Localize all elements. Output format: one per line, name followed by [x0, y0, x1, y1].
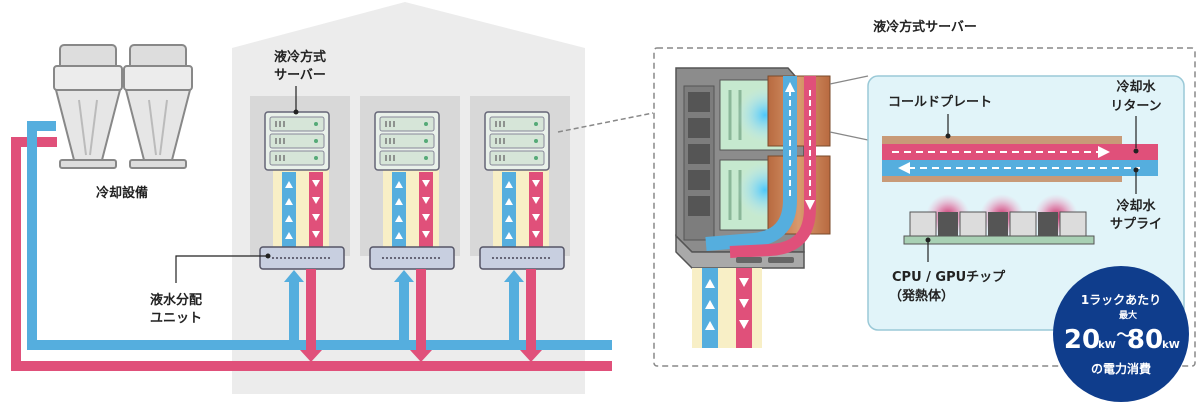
supply-label-line2: サプライ [1110, 217, 1162, 232]
cooling-tower-icon [53, 44, 193, 169]
server-group-label-line1: 液冷方式 [274, 49, 326, 65]
server-group-label-line2: サーバー [274, 68, 326, 83]
power-consumption-badge: 1ラックあたり 最大 20 kW 〜 80 kW の電力消費 [1053, 266, 1189, 402]
cdu-label-line2: ユニット [150, 311, 202, 326]
badge-line3: の電力消費 [1091, 361, 1151, 376]
badge-unit-b: kW [1162, 340, 1180, 351]
cold-plate [882, 136, 1122, 144]
badge-max-value: 80 [1127, 325, 1163, 355]
badge-max-label: 最大 [1119, 309, 1137, 321]
cooling-equipment-label: 冷却設備 [96, 185, 148, 201]
detail-title: 液冷方式サーバー [873, 19, 977, 35]
cdu-leader [175, 255, 268, 283]
badge-min-value: 20 [1064, 325, 1100, 355]
cdu-label-line1: 液水分配 [150, 292, 202, 308]
cooling-tower-unit-1 [53, 44, 123, 169]
cold-supply-main-pipe [27, 121, 612, 350]
badge-line1: 1ラックあたり [1081, 293, 1161, 307]
badge-tilde: 〜 [1116, 326, 1131, 344]
cold-plate-label: コールドプレート [888, 95, 992, 110]
return-pipe [882, 144, 1158, 160]
cooling-tower-unit-2 [123, 44, 193, 169]
supply-label-line1: 冷却水 [1116, 198, 1156, 214]
rack-unit [259, 111, 345, 362]
badge-unit-a: kW [1098, 340, 1116, 351]
chip-label-line2: （発熱体） [889, 288, 954, 304]
chip-label-line1: CPU / GPUチップ [892, 270, 1006, 285]
zoom-connector [557, 112, 654, 133]
server-chassis [675, 67, 831, 269]
return-label-line2: リターン [1110, 99, 1161, 114]
cpu-gpu-chips [903, 211, 1095, 245]
return-label-line1: 冷却水 [1116, 79, 1156, 95]
